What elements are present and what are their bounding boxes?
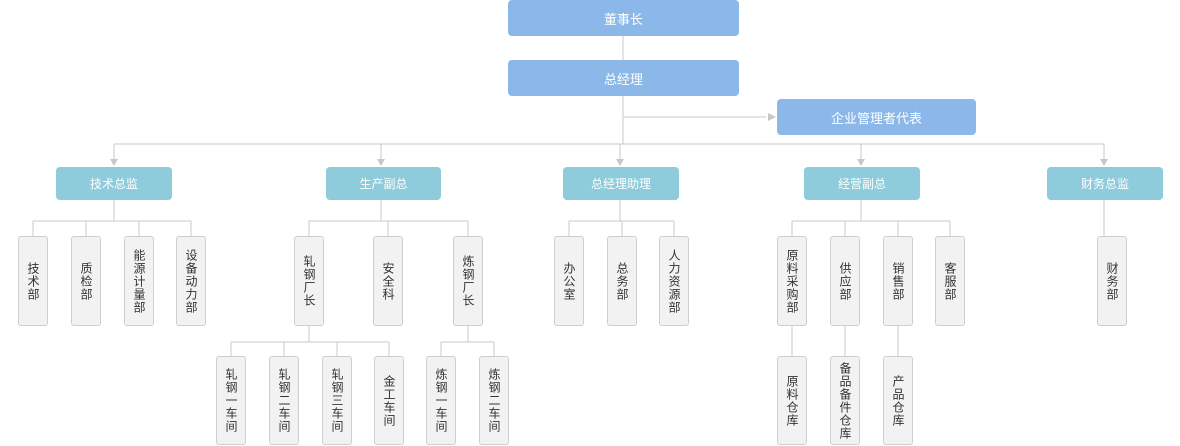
unit-technical-dept: 技术部: [18, 236, 48, 326]
workshop-metalwork: 金工车间: [374, 356, 404, 445]
workshop-steelmaking-1: 炼钢一车间: [426, 356, 456, 445]
store-raw-material-warehouse: 原料仓库: [777, 356, 807, 445]
unit-safety-section: 安全科: [373, 236, 403, 326]
workshop-steelmaking-2: 炼钢二车间: [479, 356, 509, 445]
unit-raw-material-purchasing: 原料采购部: [777, 236, 807, 326]
store-spare-parts-warehouse: 备品备件仓库: [830, 356, 860, 445]
node-management-representative: 企业管理者代表: [777, 99, 976, 135]
workshop-rolling-3: 轧钢三车间: [322, 356, 352, 445]
unit-rolling-mill-director: 轧钢厂长: [294, 236, 324, 326]
unit-sales-dept: 销售部: [883, 236, 913, 326]
unit-finance-dept: 财务部: [1097, 236, 1127, 326]
unit-steelmaking-director: 炼钢厂长: [453, 236, 483, 326]
workshop-rolling-1: 轧钢一车间: [216, 356, 246, 445]
node-finance-director: 财务总监: [1047, 167, 1163, 200]
node-gm-assistant: 总经理助理: [563, 167, 679, 200]
unit-general-affairs: 总务部: [607, 236, 637, 326]
unit-energy-metering-dept: 能源计量部: [124, 236, 154, 326]
node-general-manager: 总经理: [508, 60, 739, 96]
node-business-vp: 经营副总: [804, 167, 920, 200]
unit-customer-service: 客服部: [935, 236, 965, 326]
unit-human-resources: 人力资源部: [659, 236, 689, 326]
unit-equipment-power-dept: 设备动力部: [176, 236, 206, 326]
arrow-to-rep: [768, 113, 776, 121]
unit-supply-dept: 供应部: [830, 236, 860, 326]
unit-quality-dept: 质检部: [71, 236, 101, 326]
unit-office: 办公室: [554, 236, 584, 326]
node-technical-director: 技术总监: [56, 167, 172, 200]
node-chairman: 董事长: [508, 0, 739, 36]
store-product-warehouse: 产品仓库: [883, 356, 913, 445]
node-production-vp: 生产副总: [326, 167, 441, 200]
workshop-rolling-2: 轧钢二车间: [269, 356, 299, 445]
